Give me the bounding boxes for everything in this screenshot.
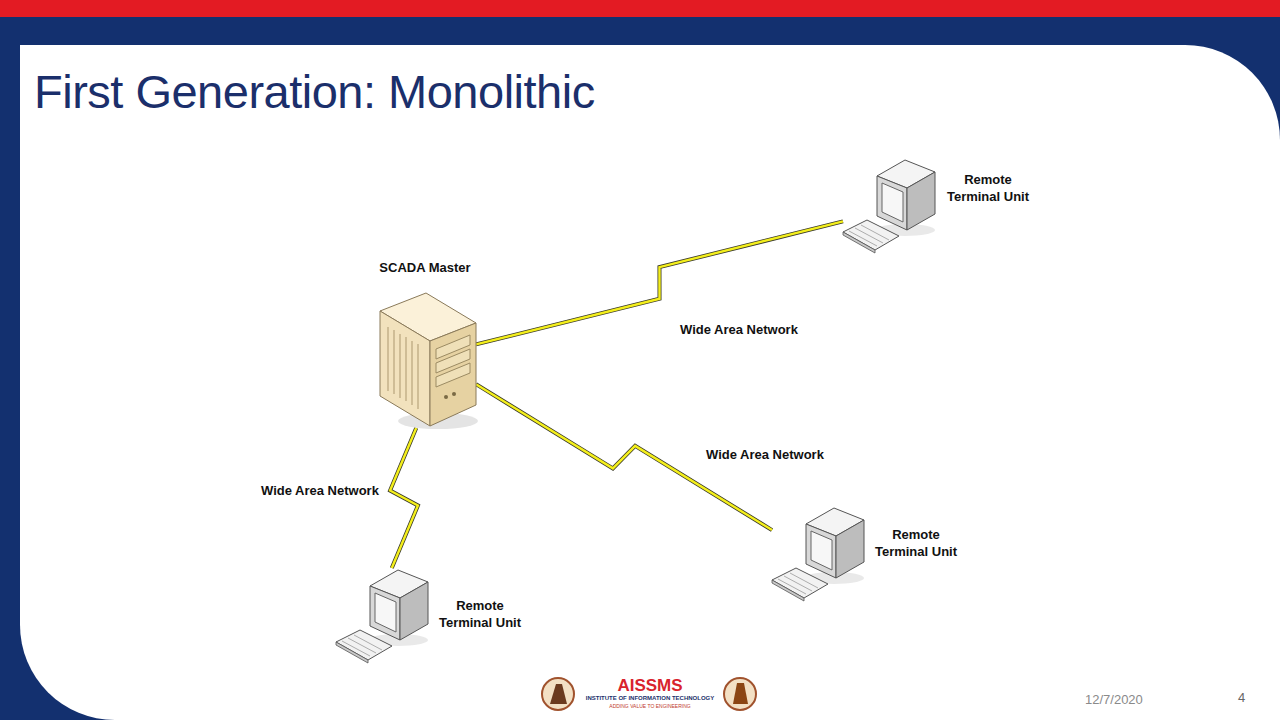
icon-part bbox=[882, 183, 903, 222]
icon-part bbox=[436, 363, 470, 387]
slide-title: First Generation: Monolithic bbox=[34, 64, 595, 119]
network-label: Wide Area Network bbox=[261, 483, 379, 498]
icon-part bbox=[388, 327, 418, 409]
icon-part bbox=[375, 593, 396, 632]
node-label: SCADA Master bbox=[370, 259, 480, 276]
icon-part bbox=[411, 341, 412, 405]
node-label: Remote Terminal Unit bbox=[868, 526, 964, 560]
icon-part bbox=[772, 568, 828, 598]
icon-part bbox=[452, 392, 456, 396]
terminal-node: Remote Terminal Unit bbox=[843, 158, 938, 253]
icon-part bbox=[806, 524, 836, 578]
icon-part bbox=[861, 225, 889, 240]
icon-part bbox=[836, 520, 864, 578]
wan-link-outline bbox=[476, 221, 843, 344]
institute-tagline: ADDING VALUE TO ENGINEERING bbox=[560, 703, 740, 709]
icon-part bbox=[400, 582, 428, 640]
icon-part bbox=[342, 635, 382, 656]
icon-part bbox=[877, 176, 907, 230]
icon-part bbox=[430, 323, 476, 426]
icon-part bbox=[778, 573, 818, 594]
icon-part bbox=[399, 334, 400, 398]
slide-date: 12/7/2020 bbox=[1085, 692, 1143, 707]
icon-part bbox=[811, 531, 832, 570]
icon-part bbox=[370, 586, 400, 640]
server-node: SCADA Master bbox=[380, 293, 476, 428]
right-emblem bbox=[724, 678, 756, 710]
emblem-figure bbox=[550, 684, 567, 704]
icon-part bbox=[778, 579, 806, 594]
node-label: Remote Terminal Unit bbox=[940, 171, 1036, 205]
computer-icon bbox=[336, 568, 431, 663]
terminal-node: Remote Terminal Unit bbox=[336, 568, 431, 663]
emblem-ring bbox=[724, 678, 756, 710]
network-label: Wide Area Network bbox=[680, 322, 798, 337]
icon-part bbox=[444, 395, 448, 399]
icon-part bbox=[849, 225, 889, 246]
icon-part bbox=[790, 573, 818, 588]
institute-logo-text: AISSMS bbox=[560, 676, 740, 696]
wan-link-bolt bbox=[476, 221, 843, 344]
wan-link bbox=[390, 428, 418, 568]
emblem-ring bbox=[542, 678, 574, 710]
left-emblem bbox=[542, 678, 574, 710]
icon-part bbox=[855, 228, 883, 243]
icon-part bbox=[387, 327, 388, 391]
icon-part bbox=[907, 172, 935, 230]
server-icon bbox=[380, 293, 476, 428]
wan-link-outline bbox=[390, 428, 418, 568]
emblem-figure bbox=[733, 683, 748, 704]
icon-part bbox=[380, 311, 430, 426]
top-red-bar bbox=[0, 0, 1280, 17]
slide-number: 4 bbox=[1238, 690, 1245, 705]
icon-part bbox=[417, 344, 418, 409]
institute-name: INSTITUTE OF INFORMATION TECHNOLOGY bbox=[560, 695, 740, 701]
icon-part bbox=[393, 330, 394, 394]
computer-icon bbox=[772, 506, 867, 601]
slide-panel bbox=[20, 45, 1280, 720]
computer-icon bbox=[843, 158, 938, 253]
node-label: Remote Terminal Unit bbox=[432, 597, 528, 631]
icon-part bbox=[354, 635, 382, 650]
wan-link-bolt bbox=[390, 428, 418, 568]
wan-link bbox=[476, 221, 843, 344]
icon-part bbox=[843, 220, 899, 250]
icon-part bbox=[342, 641, 370, 656]
terminal-node: Remote Terminal Unit bbox=[772, 506, 867, 601]
icon-part bbox=[784, 576, 812, 591]
icon-part bbox=[405, 337, 406, 401]
icon-part bbox=[336, 630, 392, 660]
network-label: Wide Area Network bbox=[706, 447, 824, 462]
icon-part bbox=[849, 231, 877, 246]
icon-part bbox=[348, 638, 376, 653]
